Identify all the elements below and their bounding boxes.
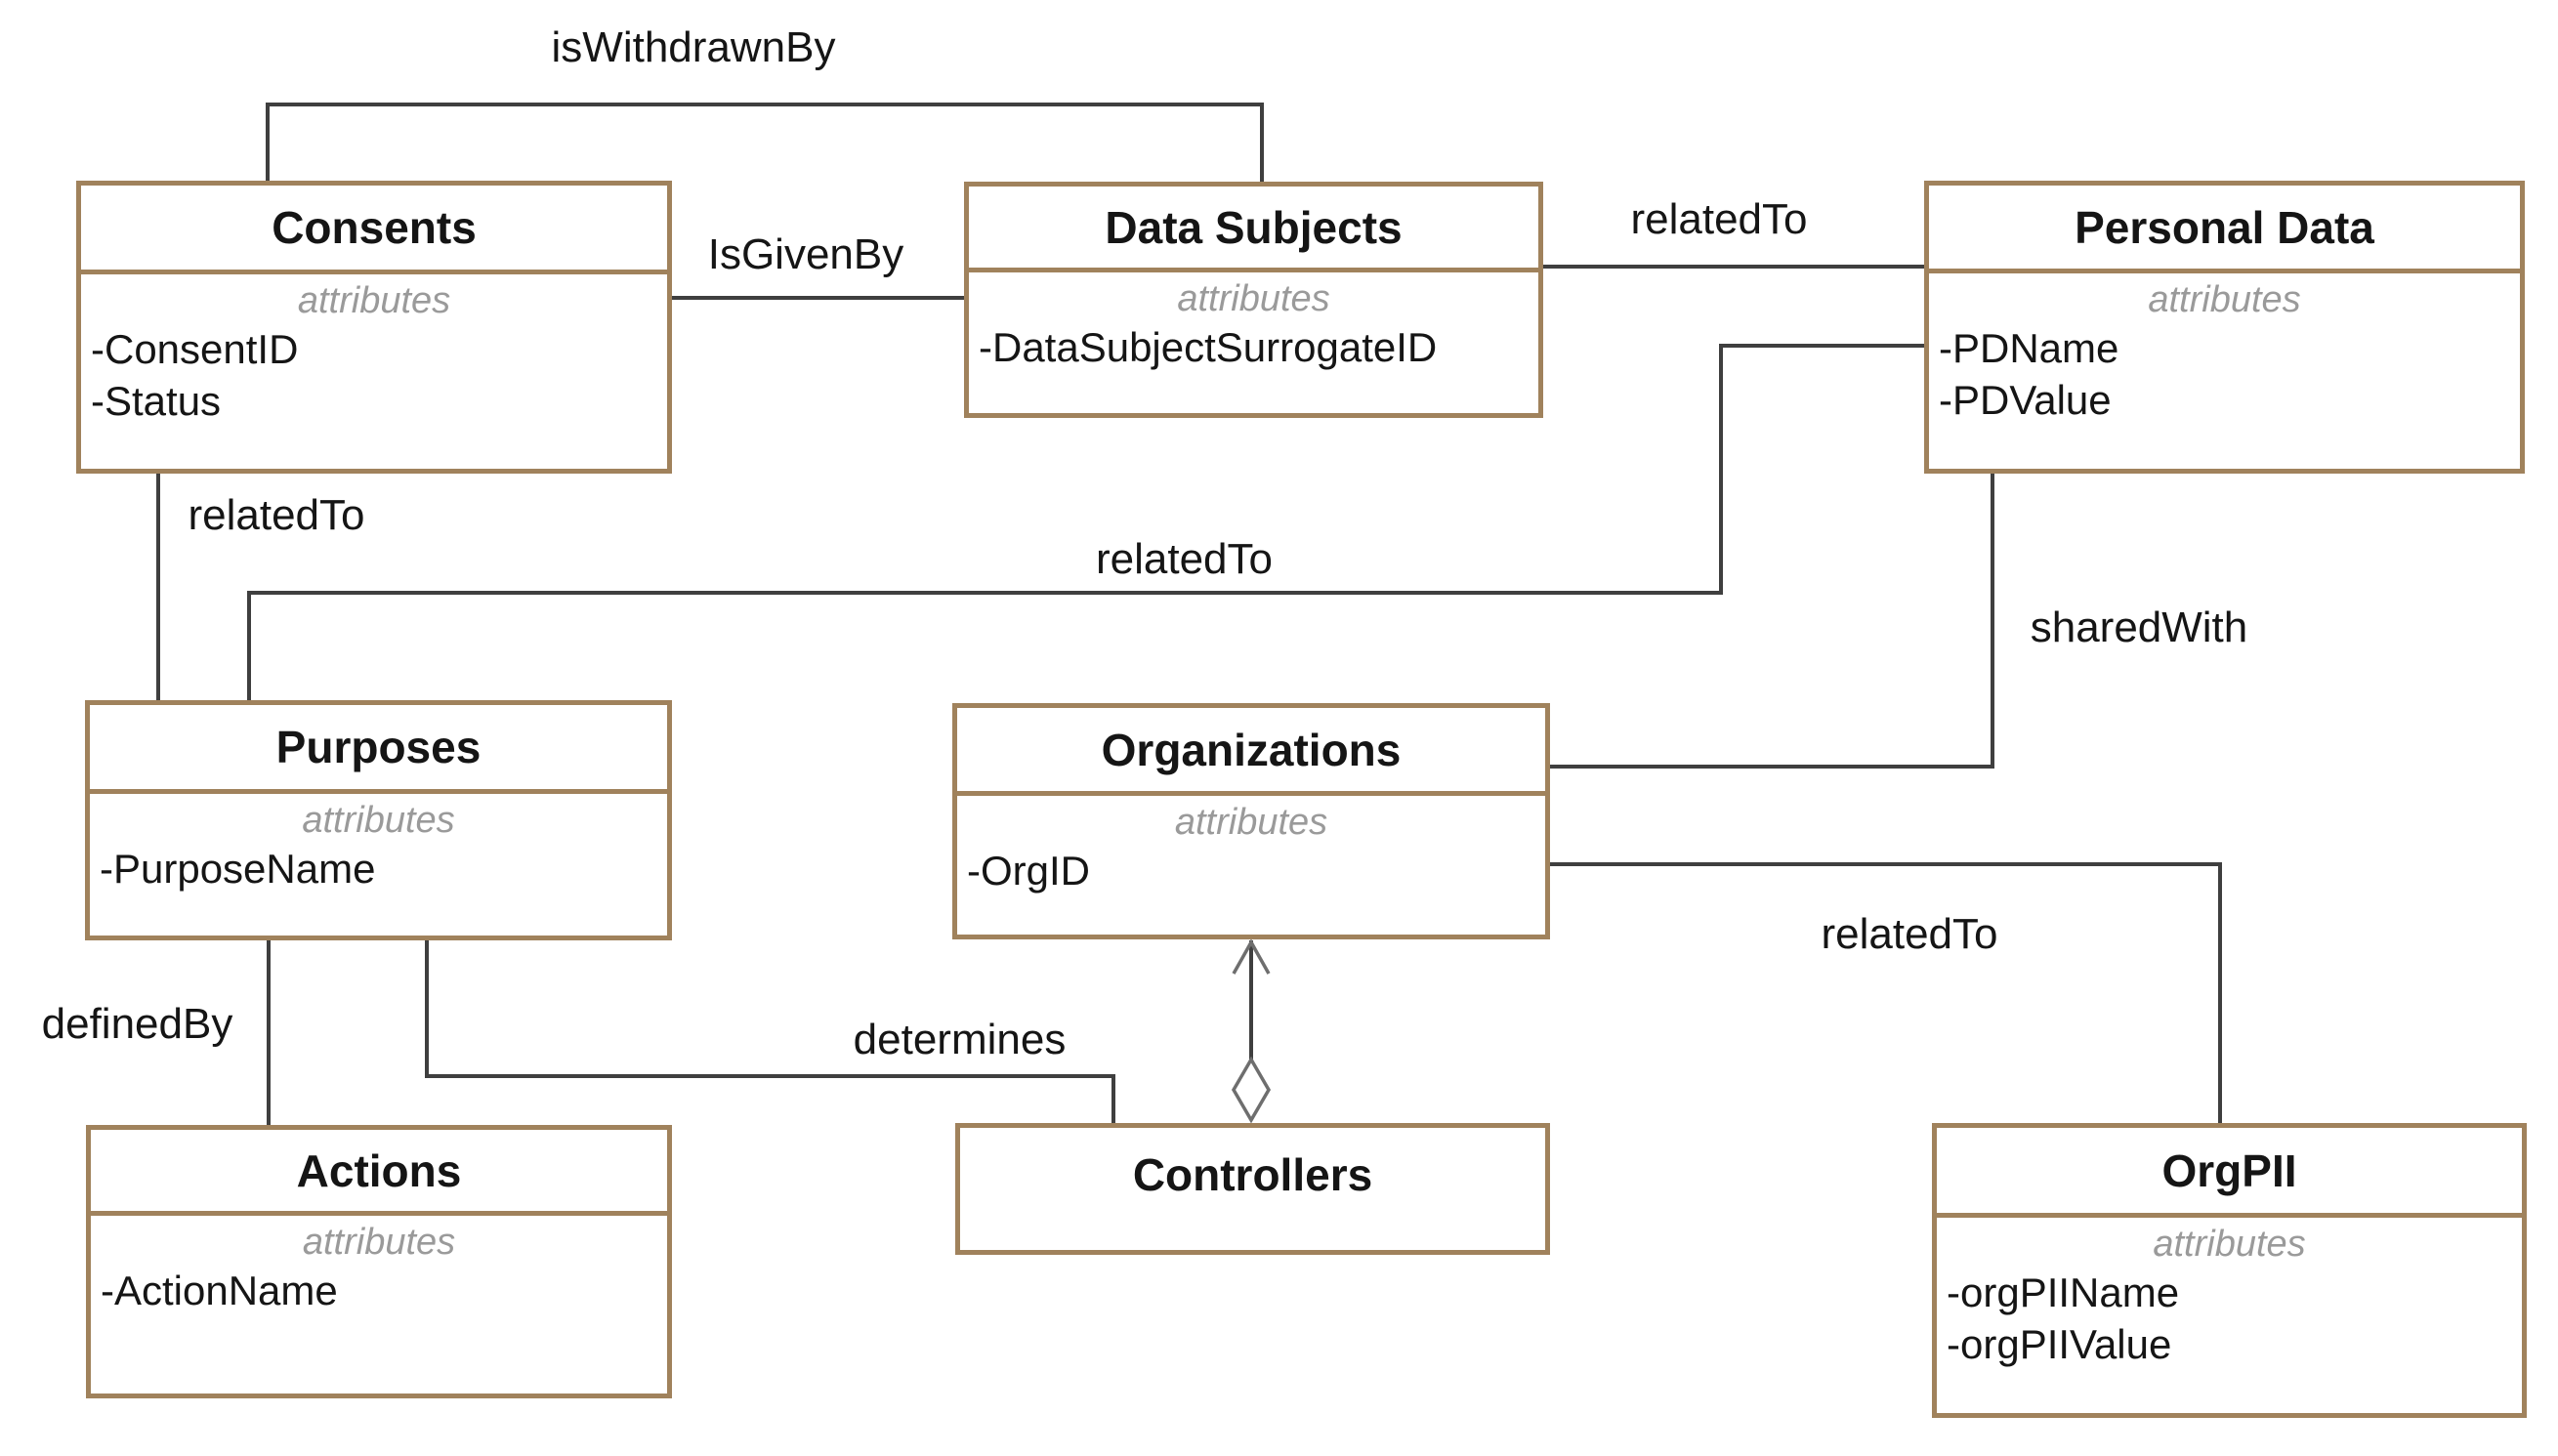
line-iswithdrawnby-right-leg — [1260, 103, 1264, 182]
label-relatedto-consents-purposes: relatedTo — [188, 491, 365, 539]
entity-organizations-attributes: attributes -OrgID — [957, 791, 1545, 896]
line-isgivenby — [672, 296, 964, 300]
entity-actions-attributes: attributes -ActionName — [91, 1211, 667, 1316]
line-relatedto-orgs-orgpii-horiz — [1550, 862, 2222, 866]
line-iswithdrawnby-left-leg — [266, 103, 270, 183]
entity-personal-data: Personal Data attributes -PDName -PDValu… — [1924, 181, 2525, 474]
attributes-label: attributes — [297, 280, 451, 321]
entity-orgpii-title: OrgPII — [2161, 1144, 2297, 1196]
entity-controllers-title: Controllers — [1132, 1148, 1373, 1200]
entity-organizations-title: Organizations — [1101, 724, 1402, 775]
label-isgivenby: IsGivenBy — [707, 230, 904, 278]
line-definedby — [267, 940, 271, 1125]
attributes-label: attributes — [2148, 279, 2301, 320]
attribute-item: -ConsentID — [91, 326, 299, 372]
entity-purposes-title: Purposes — [275, 722, 482, 772]
label-sharedwith: sharedWith — [2030, 603, 2248, 651]
open-diamond-icon — [1231, 1057, 1272, 1123]
line-iswithdrawnby-top — [266, 103, 1264, 106]
entity-personal-data-attributes: attributes -PDName -PDValue — [1929, 269, 2520, 426]
entity-personal-data-title: Personal Data — [2075, 201, 2374, 253]
line-determines-horiz — [425, 1074, 1115, 1078]
entity-purposes: Purposes attributes -PurposeName — [85, 700, 672, 940]
line-relatedto-orgs-orgpii-vert — [2218, 862, 2222, 1123]
entity-consents-title: Consents — [272, 202, 477, 253]
line-relatedto-consents-purposes — [156, 472, 160, 700]
entity-organizations: Organizations attributes -OrgID — [952, 703, 1550, 939]
line-relatedto-purposes-pd-end — [1719, 344, 1924, 348]
entity-actions: Actions attributes -ActionName — [86, 1125, 672, 1398]
attributes-label: attributes — [1174, 802, 1328, 843]
attribute-item: -PDName — [1939, 325, 2119, 371]
entity-consents-attributes: attributes -ConsentID -Status — [81, 270, 667, 427]
label-relatedto-ds-pd: relatedTo — [1630, 195, 1808, 243]
line-relatedto-ds-pd — [1543, 265, 1924, 269]
label-relatedto-orgs-orgpii: relatedTo — [1821, 910, 1998, 958]
line-sharedwith-horiz — [1550, 765, 1994, 769]
entity-orgpii: OrgPII attributes -orgPIIName -orgPIIVal… — [1932, 1123, 2527, 1418]
line-sharedwith-vert — [1991, 474, 1994, 769]
attribute-item: -OrgID — [967, 848, 1090, 894]
line-relatedto-purposes-pd-mid — [247, 591, 1723, 595]
attribute-item: -DataSubjectSurrogateID — [979, 324, 1438, 370]
open-arrowhead-icon — [1232, 938, 1271, 975]
attribute-item: -PDValue — [1939, 377, 2112, 423]
entity-controllers: Controllers — [955, 1123, 1550, 1255]
line-controllers-organizations — [1249, 940, 1253, 1064]
attribute-item: -ActionName — [101, 1268, 338, 1313]
attribute-item: -orgPIIValue — [1947, 1321, 2172, 1367]
entity-data-subjects: Data Subjects attributes -DataSubjectSur… — [964, 182, 1543, 418]
line-relatedto-purposes-pd-leg1 — [247, 591, 251, 700]
line-determines-leg1 — [425, 940, 429, 1078]
line-determines-leg2 — [1111, 1074, 1115, 1123]
entity-consents: Consents attributes -ConsentID -Status — [76, 181, 672, 474]
entity-data-subjects-attributes: attributes -DataSubjectSurrogateID — [969, 268, 1538, 373]
attribute-item: -PurposeName — [100, 846, 376, 892]
label-iswithdrawnby: isWithdrawnBy — [551, 23, 836, 71]
entity-actions-title: Actions — [296, 1144, 462, 1196]
line-relatedto-purposes-pd-leg2 — [1719, 344, 1723, 595]
attributes-label: attributes — [1177, 278, 1330, 319]
attributes-label: attributes — [302, 1222, 456, 1263]
label-determines: determines — [853, 1016, 1067, 1063]
entity-data-subjects-title: Data Subjects — [1105, 201, 1403, 253]
attribute-item: -orgPIIName — [1947, 1269, 2180, 1315]
label-relatedto-purposes-pd: relatedTo — [1095, 535, 1273, 583]
entity-purposes-attributes: attributes -PurposeName — [90, 789, 667, 894]
label-definedby: definedBy — [41, 1000, 233, 1048]
entity-orgpii-attributes: attributes -orgPIIName -orgPIIValue — [1937, 1213, 2522, 1370]
attribute-item: -Status — [91, 378, 222, 424]
attributes-label: attributes — [2153, 1224, 2306, 1265]
attributes-label: attributes — [302, 800, 455, 841]
